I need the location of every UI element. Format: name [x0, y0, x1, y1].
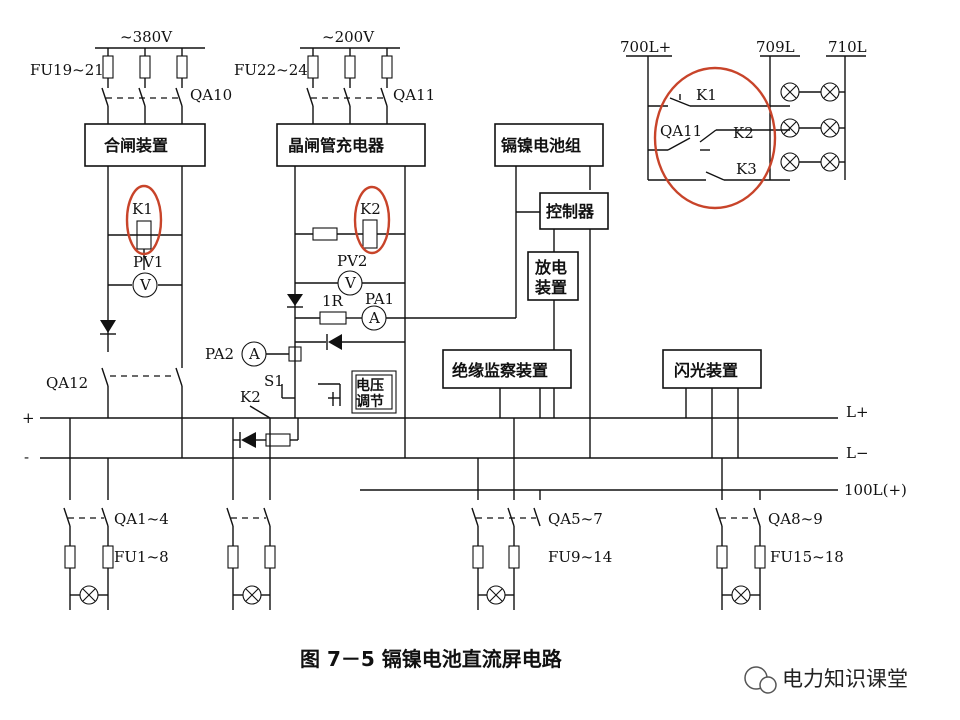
lamp-icon: [731, 585, 751, 605]
k2-top-label: K2: [733, 124, 754, 142]
qa5-7-label: QA5~7: [548, 510, 603, 528]
insulation-monitor-box: [442, 349, 572, 389]
thyristor-charger-section: ~200V FU22~24 QA11 晶闸管充电器 K2 V: [205, 28, 516, 458]
closing-device-label: 合闸装置: [104, 136, 168, 155]
fu9-14-label: FU9~14: [548, 548, 612, 566]
pv2-label: PV2: [337, 252, 367, 270]
fu19-21-label: FU19~21: [30, 61, 104, 79]
v380-label: ~380V: [120, 28, 173, 46]
monitor-section: 绝缘监察装置 闪光装置: [442, 349, 762, 458]
bus-lminus-label: L−: [846, 444, 869, 462]
l710-label: 710L: [828, 38, 867, 56]
discharge-device-line2: 装置: [534, 278, 567, 297]
bus-plus-label: +: [22, 409, 35, 427]
battery-bank-box: [494, 123, 604, 167]
watermark: 电力知识课堂: [744, 666, 908, 694]
s1-label: S1: [264, 372, 284, 390]
pv2-meter-symbol: V: [344, 274, 357, 292]
discharge-device-line1: 放电: [534, 258, 567, 277]
pv1-label: PV1: [133, 253, 163, 271]
figure-caption: 图 7－5 镉镍电池直流屏电路: [300, 647, 563, 671]
controller-label: 控制器: [546, 202, 595, 221]
closing-device-section: ~380V FU19~21 QA10 合闸装置 K1 V PV1: [30, 28, 232, 458]
lamp-icon: [486, 585, 506, 605]
k1-highlight: [125, 184, 163, 256]
voltage-regulator-box: [351, 370, 397, 414]
voltage-regulator-line2: 调节: [356, 393, 384, 410]
fu15-18-label: FU15~18: [770, 548, 844, 566]
qa12-label: QA12: [46, 374, 88, 392]
k2-label: K2: [360, 200, 381, 218]
signal-bus-section: 700L+ 709L 710L K1 QA11 K2 K3: [620, 38, 867, 210]
v200-label: ~200V: [322, 28, 375, 46]
relay-k2: [362, 219, 378, 249]
k-contacts-highlight: [653, 66, 777, 210]
qa10-label: QA10: [190, 86, 232, 104]
flash-device-label: 闪光装置: [674, 361, 738, 380]
feeder-qa8-9: QA8~9 FU15~18: [715, 458, 844, 610]
closing-device-box: [84, 123, 206, 167]
l700-label: 700L+: [620, 38, 671, 56]
voltage-regulator-line1: 电压: [356, 377, 384, 394]
bus-lplus-label: L+: [846, 403, 869, 421]
thyristor-charger-box: [276, 123, 426, 167]
feeder-qa5-7: QA5~7 FU9~14: [471, 418, 612, 610]
discharge-device-box: [527, 251, 579, 301]
bus-100l-label: 100L(+): [844, 481, 907, 499]
k1-label: K1: [132, 200, 153, 218]
fu1-8-label: FU1~8: [114, 548, 169, 566]
k3-top-label: K3: [736, 160, 757, 178]
lamp-icon: [242, 585, 262, 605]
k1-top-label: K1: [696, 86, 717, 104]
battery-bank-label: 镉镍电池组: [501, 136, 581, 155]
closing-diode: [100, 320, 116, 333]
k2-highlight: [353, 185, 391, 255]
l709-label: 709L: [756, 38, 795, 56]
pa2-label: PA2: [205, 345, 234, 363]
feeder-2: [226, 418, 276, 610]
fu22-24-label: FU22~24: [234, 61, 308, 79]
charger-diode: [287, 294, 303, 306]
qa1-4-label: QA1~4: [114, 510, 169, 528]
feeder-qa1-4: QA1~4 FU1~8: [63, 418, 169, 610]
voltmeter-pv1: [132, 272, 158, 298]
qa11-label: QA11: [393, 86, 435, 104]
bus-minus-label: -: [24, 448, 29, 466]
main-buses: + - L+ L− 100L(+): [22, 403, 907, 499]
battery-section: 镉镍电池组 控制器 放电 装置: [494, 123, 609, 458]
controller-box: [539, 192, 609, 230]
qa11-top-label: QA11: [660, 122, 702, 140]
thyristor-charger-label: 晶闸管充电器: [288, 136, 385, 155]
qa8-9-label: QA8~9: [768, 510, 823, 528]
flash-device-box: [662, 349, 762, 389]
lamp-icon: [79, 585, 99, 605]
pa1-meter-symbol: A: [368, 309, 380, 327]
insulation-monitor-label: 绝缘监察装置: [452, 361, 548, 380]
pa1-label: PA1: [365, 290, 394, 308]
watermark-text: 电力知识课堂: [782, 667, 908, 691]
pa2-meter-symbol: A: [248, 345, 260, 363]
pv1-meter-symbol: V: [139, 276, 152, 294]
k2-low-label: K2: [240, 388, 261, 406]
r1-label: 1R: [322, 292, 344, 310]
